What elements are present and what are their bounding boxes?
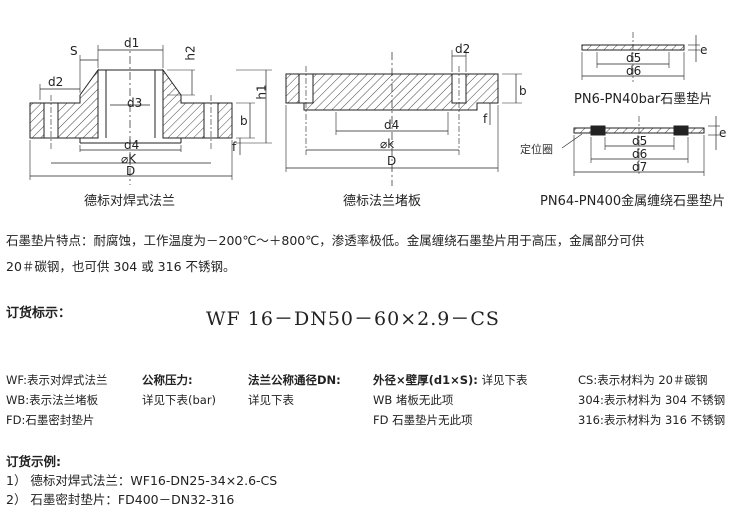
- legend-size-note: 详见下表: [481, 373, 528, 387]
- legend-dn-title: 法兰公称通径DN:: [248, 373, 341, 387]
- examples-section: 订货示例: 1） 德标对焊式法兰：WF16-DN25-34×2.6-CS 2） …: [6, 452, 277, 509]
- legend-wf: WF:表示对焊式法兰: [6, 373, 108, 387]
- label-fd2-d5: d5: [632, 134, 648, 148]
- label-h1: h1: [254, 84, 269, 100]
- label-locating-ring: 定位圈: [520, 143, 553, 156]
- label-wb-D: D: [387, 154, 397, 168]
- legend-size: 外径×壁厚(d1×S): 详见下表 WB 堵板无此项 FD 石墨垫片无此项: [373, 370, 528, 430]
- legend-fd: FD:石墨密封垫片: [6, 413, 95, 427]
- label-s: S: [70, 44, 78, 58]
- label-f: f: [232, 140, 237, 154]
- code-material: CS: [470, 308, 500, 330]
- legend-material: CS:表示材料为 20＃碳钢 304:表示材料为 304 不锈钢 316:表示材…: [578, 370, 725, 430]
- technical-drawings: [29, 32, 720, 186]
- label-wb-k: ⌀k: [380, 137, 395, 151]
- label-d3: d3: [127, 96, 143, 110]
- ordering-code: WF 16－DN50－60×2.9－CS: [206, 304, 500, 331]
- legend-cs: CS:表示材料为 20＃碳钢: [578, 373, 708, 387]
- label-wb-f: f: [483, 112, 488, 126]
- label-k: ⌀K: [121, 152, 137, 166]
- code-product-type: WF: [206, 308, 241, 330]
- label-fd2-e: e: [719, 126, 727, 140]
- label-wb-b: b: [519, 84, 527, 98]
- legend-product-type: WF:表示对焊式法兰 WB:表示法兰堵板 FD:石墨密封垫片: [6, 370, 107, 430]
- ordering-title: 订货标示：: [6, 306, 72, 321]
- legend-size-wb: WB 堵板无此项: [373, 393, 454, 407]
- legend-dn-sub: 详见下表: [248, 393, 294, 407]
- legend-pressure-title: 公称压力:: [142, 373, 193, 387]
- description-line-1: 石墨垫片特点：耐腐蚀，工作温度为－200℃～＋800℃，渗透率极低。金属缠绕石墨…: [6, 233, 645, 248]
- code-dash-3: －: [450, 308, 471, 330]
- code-size: 60×2.9: [374, 308, 451, 330]
- label-fd1-e: e: [700, 43, 708, 57]
- label-wb-d4: d4: [384, 118, 400, 132]
- caption-weld-neck-flange: 德标对焊式法兰: [84, 194, 176, 209]
- legend-nominal-diameter: 法兰公称通径DN: 详见下表: [248, 370, 341, 410]
- legend-size-fd: FD 石墨垫片无此项: [373, 413, 473, 427]
- weld-neck-flange-drawing: [29, 40, 272, 185]
- code-nominal-diameter: DN50: [293, 308, 355, 330]
- description-paragraph: 石墨垫片特点：耐腐蚀，工作温度为－200℃～＋800℃，渗透率极低。金属缠绕石墨…: [6, 228, 738, 280]
- label-h2: h2: [183, 45, 198, 61]
- description-line-2: 20＃碳钢，也可供 304 或 316 不锈钢。: [6, 259, 236, 274]
- graphite-gasket-drawing: [581, 32, 700, 82]
- caption-graphite-gasket: PN6-PN40bar石墨垫片: [574, 92, 713, 107]
- caption-spiral-wound-gasket: PN64-PN400金属缠绕石墨垫片: [540, 194, 726, 209]
- label-D: D: [126, 164, 136, 178]
- code-pressure: 16: [247, 308, 274, 330]
- label-d1: d1: [124, 36, 140, 50]
- label-wb-d2: d2: [455, 42, 471, 56]
- example-item-1: 1） 德标对焊式法兰：WF16-DN25-34×2.6-CS: [6, 473, 278, 488]
- label-fd2-d7: d7: [632, 160, 648, 174]
- caption-blind-flange: 德标法兰堵板: [343, 194, 422, 209]
- label-fd1-d5: d5: [626, 51, 642, 65]
- legend-size-title: 外径×壁厚(d1×S):: [373, 373, 478, 387]
- legend-304: 304:表示材料为 304 不锈钢: [578, 393, 726, 407]
- label-fd1-d6: d6: [626, 64, 642, 78]
- code-dash-1: －: [273, 308, 294, 330]
- legend-wb: WB:表示法兰堵板: [6, 393, 99, 407]
- label-d2: d2: [48, 75, 64, 89]
- legend-pressure: 公称压力: 详见下表(bar): [142, 370, 216, 410]
- example-item-2: 2） 石墨密封垫片：FD400－DN32-316: [6, 492, 235, 507]
- label-b: b: [240, 114, 248, 128]
- blind-flange-drawing: [285, 50, 522, 186]
- legend-316: 316:表示材料为 316 不锈钢: [578, 413, 726, 427]
- label-d4: d4: [124, 138, 140, 152]
- code-dash-2: －: [354, 308, 375, 330]
- legend-pressure-sub: 详见下表(bar): [142, 393, 217, 407]
- label-fd2-d6: d6: [632, 147, 648, 161]
- spiral-wound-gasket-drawing: [561, 116, 720, 176]
- examples-title: 订货示例:: [6, 454, 61, 469]
